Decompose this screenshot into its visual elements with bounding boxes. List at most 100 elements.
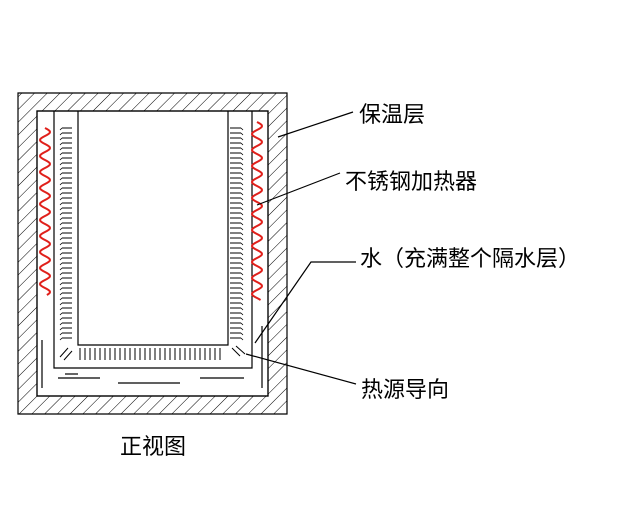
heat-guide-arrow xyxy=(59,182,63,186)
heat-guide-arrow xyxy=(59,282,63,286)
heat-guide-arrow xyxy=(59,272,63,276)
heat-guide-arrow xyxy=(240,172,244,176)
heat-guide-arrow xyxy=(59,337,63,341)
heat-guide-arrow xyxy=(240,127,244,131)
heat-guide-arrow xyxy=(240,272,244,276)
heat-guide-arrow xyxy=(240,262,244,266)
heat-guide-arrow xyxy=(59,347,69,358)
heat-guide-arrow xyxy=(231,347,241,357)
heat-guide-arrow xyxy=(59,172,63,176)
heat-guide-arrow xyxy=(59,312,63,316)
heat-guide-arrow xyxy=(240,157,244,161)
heat-guide-arrow xyxy=(59,217,63,221)
heat-guide-arrow xyxy=(59,262,63,266)
heat-guide-arrow xyxy=(240,142,244,146)
heat-guide-arrow xyxy=(59,192,63,196)
heat-guide-arrow xyxy=(59,307,63,311)
heat-guide-arrow xyxy=(240,212,244,216)
inner-tank-outer-wall xyxy=(53,111,253,369)
heat-guide-arrow xyxy=(240,317,244,321)
heat-guide-arrow xyxy=(240,332,244,336)
heat-guide-arrow xyxy=(240,322,244,326)
heat-guide-arrow xyxy=(240,282,244,286)
heat-guide-arrow xyxy=(59,152,63,156)
heat-guide-arrow xyxy=(59,137,63,141)
heat-guide-arrow xyxy=(59,252,63,256)
heat-guide-arrow xyxy=(240,327,244,331)
heat-guide-arrow xyxy=(59,227,63,231)
heat-guide-arrow xyxy=(59,332,63,336)
heat-guide-arrow xyxy=(63,350,73,361)
heat-guide-arrow xyxy=(240,307,244,311)
heat-guide-arrow xyxy=(240,187,244,191)
water-label: 水（充满整个隔水层） xyxy=(360,247,581,272)
heat-guide-arrow xyxy=(59,177,63,181)
heat-guide-arrow xyxy=(240,182,244,186)
heat-guide-arrow xyxy=(59,242,63,246)
heat-guide-arrow xyxy=(59,277,63,281)
water-dashes xyxy=(41,326,263,388)
heat-guide-arrow xyxy=(59,237,63,241)
heat-guide-arrow xyxy=(240,247,244,251)
heat-guide-arrow xyxy=(240,302,244,306)
heat-guide-arrow xyxy=(59,127,63,131)
heat-guide-arrow xyxy=(240,287,244,291)
heat-guide-arrow xyxy=(59,317,63,321)
heat-guide-arrow xyxy=(240,257,244,261)
heat-guide-arrow xyxy=(240,337,244,341)
heat-guide-arrow xyxy=(240,207,244,211)
heat-guide-arrow xyxy=(59,267,63,271)
heat-guide-arrow xyxy=(59,222,63,226)
heat-guide-arrow xyxy=(240,192,244,196)
heat-guide-arrow xyxy=(240,202,244,206)
insulation-layer xyxy=(17,92,288,415)
heat-guide-arrow xyxy=(59,297,63,301)
heat-guide-arrow xyxy=(59,167,63,171)
left-heater-coil xyxy=(38,127,52,296)
heat-guide-label: 热源导向 xyxy=(361,378,450,403)
heater-label: 不锈钢加热器 xyxy=(345,170,478,195)
heat-guide-arrow xyxy=(240,222,244,226)
heat-guide-arrow xyxy=(59,202,63,206)
right-heater-coil xyxy=(250,121,264,301)
heat-guide-arrow xyxy=(240,177,244,181)
heat-guide-arrow xyxy=(59,132,63,136)
insulation-label: 保温层 xyxy=(359,103,426,128)
heat-guide-arrow xyxy=(240,292,244,296)
heat-guide-arrow xyxy=(59,257,63,261)
heat-guide-arrow xyxy=(59,187,63,191)
heat-guide-arrow xyxy=(240,147,244,151)
heat-guide-arrow xyxy=(59,247,63,251)
heat-guide-arrow xyxy=(240,167,244,171)
caption-front-view: 正视图 xyxy=(120,435,187,460)
leader-lines xyxy=(245,111,357,385)
heat-guide-arrow xyxy=(240,252,244,256)
heat-guide-arrow xyxy=(59,147,63,151)
inner-tank-inner-wall xyxy=(77,111,229,346)
heat-guide-arrow xyxy=(240,217,244,221)
heat-guide-arrow xyxy=(240,237,244,241)
heat-guide-arrow xyxy=(240,267,244,271)
heat-guide-arrow xyxy=(59,207,63,211)
heat-guide-arrow xyxy=(59,292,63,296)
heat-guide-arrow xyxy=(240,137,244,141)
heat-guide-arrow xyxy=(240,242,244,246)
heat-guide-arrow xyxy=(240,232,244,236)
heat-guide-arrow xyxy=(59,287,63,291)
heat-guide-arrow xyxy=(240,197,244,201)
heat-guide-arrow xyxy=(240,277,244,281)
heat-guide-arrow xyxy=(240,132,244,136)
heat-guide-arrow xyxy=(59,212,63,216)
heat-guide-arrow xyxy=(59,322,63,326)
heat-guide-arrow xyxy=(240,152,244,156)
heat-guide-arrow xyxy=(59,162,63,166)
heat-guide-arrow xyxy=(59,157,63,161)
heat-guide-arrow xyxy=(240,162,244,166)
heat-guide-arrow xyxy=(240,312,244,316)
heat-guide-arrow xyxy=(59,197,63,201)
heat-guide-arrow xyxy=(59,142,63,146)
heat-guide-arrow xyxy=(240,297,244,301)
heat-guide-arrow xyxy=(59,302,63,306)
insulation-inner-boundary xyxy=(36,110,269,397)
